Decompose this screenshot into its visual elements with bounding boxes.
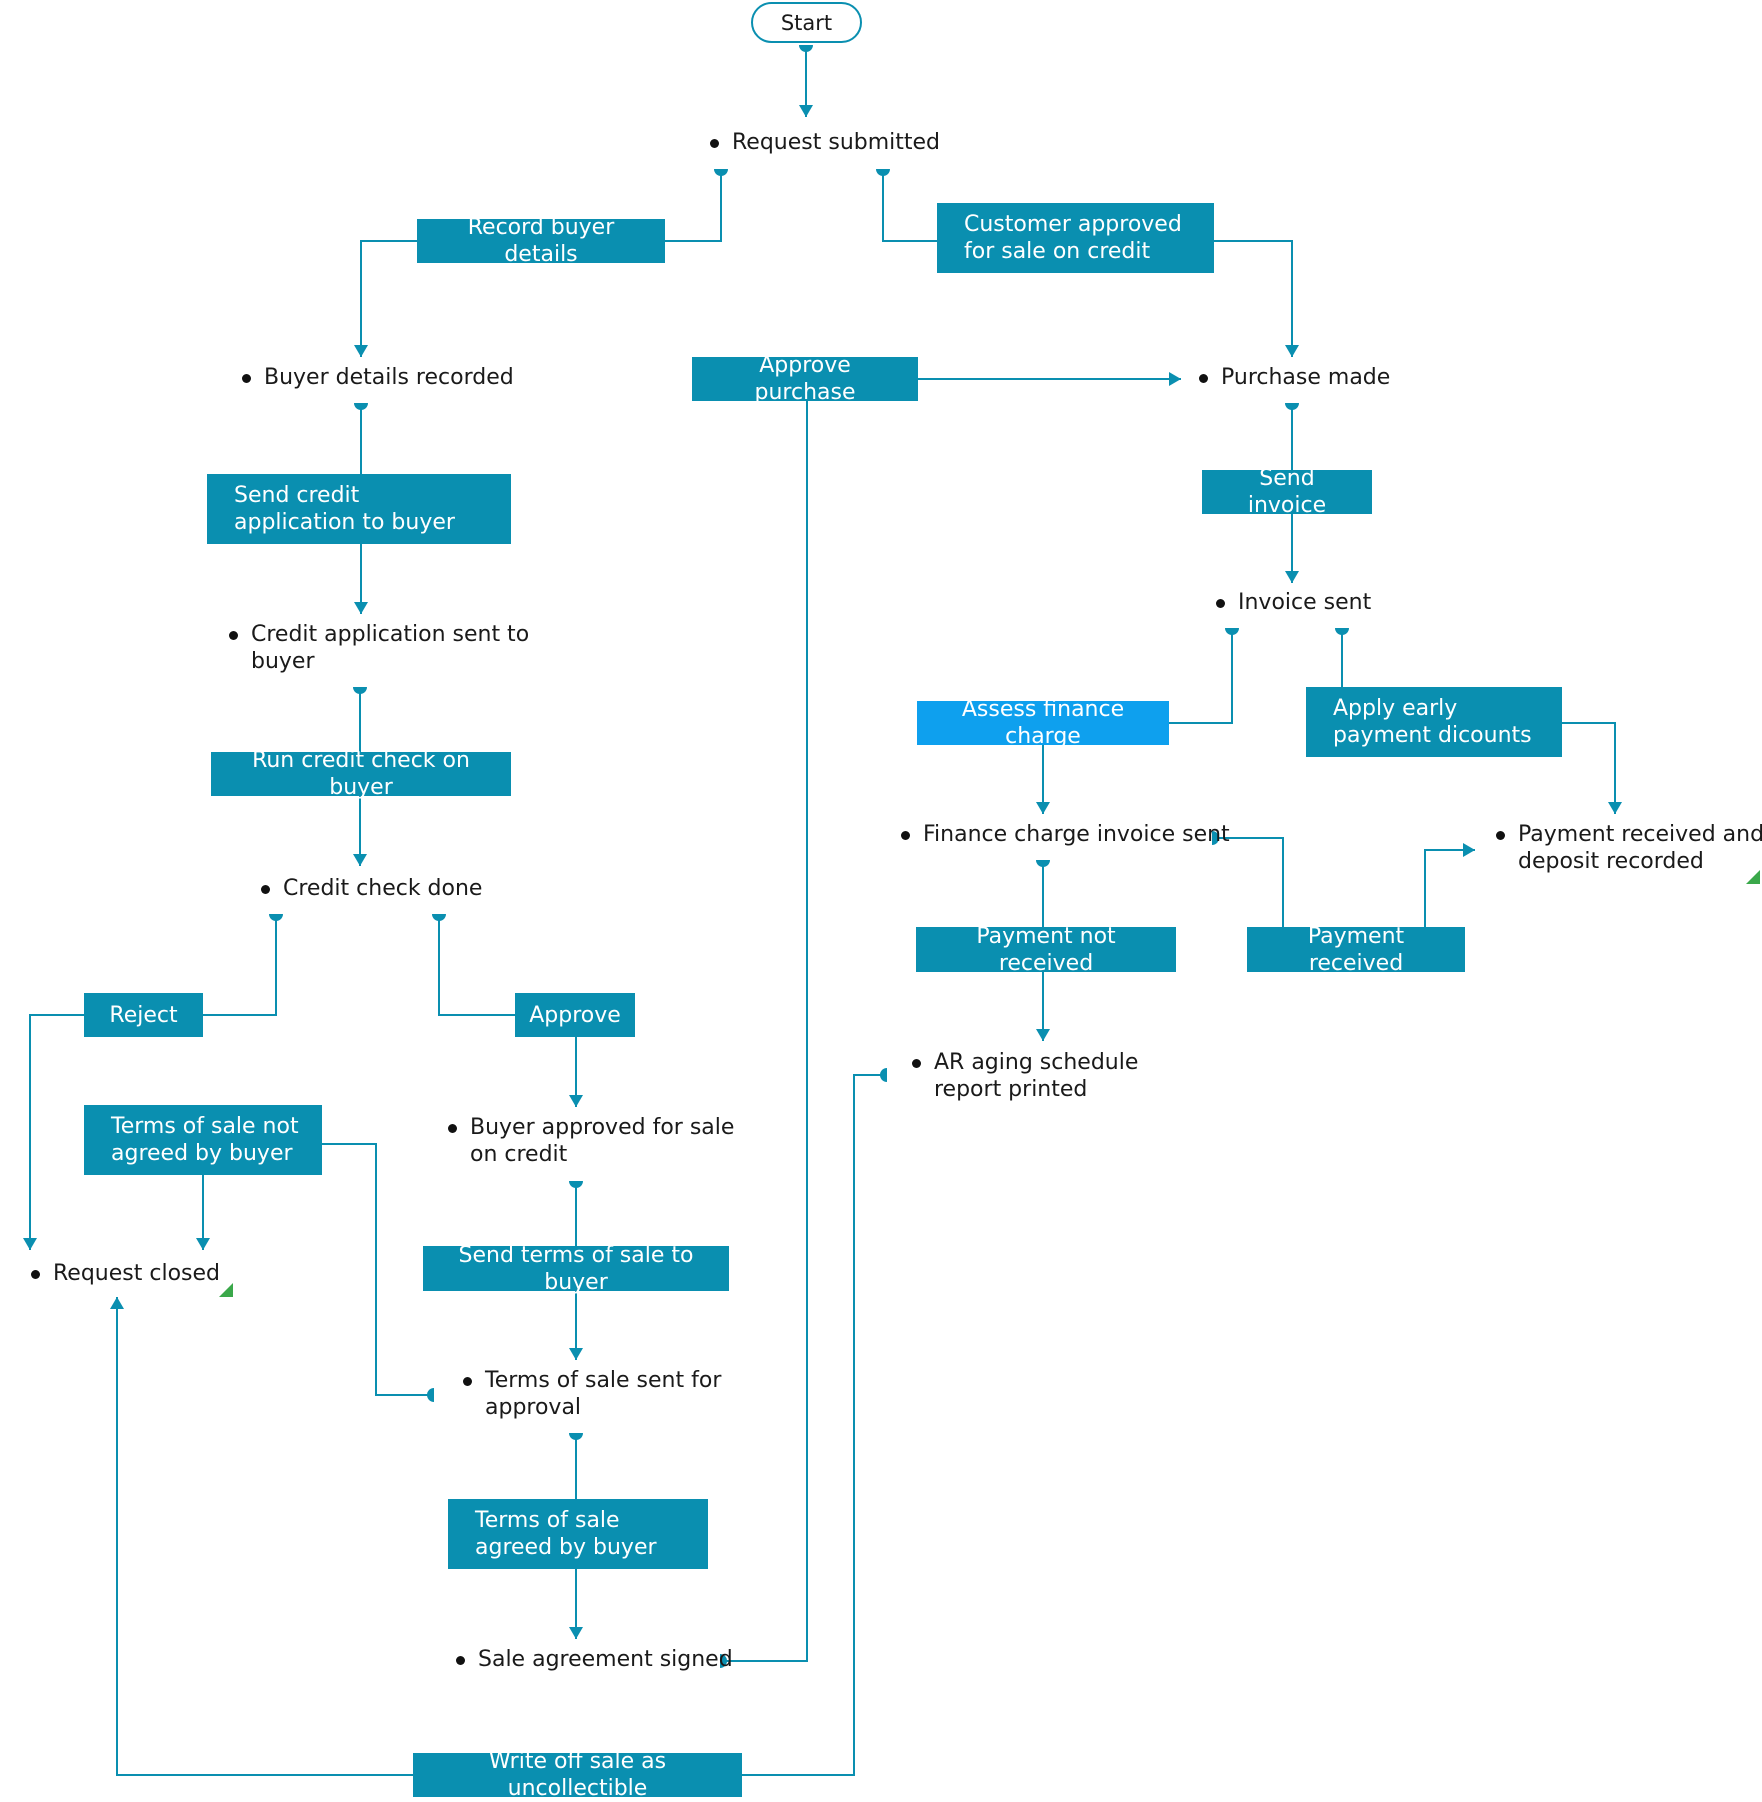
connector-4: [882, 169, 937, 242]
arrowhead-down: [1036, 802, 1050, 814]
arrowhead-down: [1285, 345, 1299, 357]
approve-button[interactable]: Approve: [515, 993, 635, 1037]
state-request-closed: Request closed: [31, 1260, 220, 1287]
connector-12: [29, 1014, 84, 1250]
arrowhead-up: [110, 1297, 124, 1309]
arrowhead-down: [354, 602, 368, 614]
state-ar-aging-report-printed: AR aging schedule report printed: [912, 1049, 1204, 1103]
arrowhead-down: [1608, 802, 1622, 814]
send-terms-button[interactable]: Send terms of sale to buyer: [423, 1243, 729, 1295]
arrowhead-down: [569, 1627, 583, 1639]
connector-32: [1212, 837, 1284, 927]
state-request-submitted: Request submitted: [710, 129, 940, 156]
send-invoice-button[interactable]: Send invoice: [1202, 466, 1372, 518]
assess-finance-charge-button[interactable]: Assess finance charge: [917, 697, 1169, 749]
state-terms-sent-for-approval: Terms of sale sent for approval: [463, 1367, 735, 1421]
arrowhead-down: [1036, 1029, 1050, 1041]
payment-received-button[interactable]: Payment received: [1247, 924, 1465, 976]
arrowhead-down: [1285, 571, 1299, 583]
record-buyer-details-button[interactable]: Record buyer details: [417, 215, 665, 267]
terms-agreed-button[interactable]: Terms of sale agreed by buyer: [448, 1499, 708, 1569]
connector-16: [322, 1143, 434, 1396]
send-credit-application-button[interactable]: Send credit application to buyer: [207, 474, 511, 544]
state-invoice-sent: Invoice sent: [1216, 589, 1371, 616]
connector-33: [1424, 849, 1475, 927]
connector-3: [360, 240, 417, 357]
payment-not-received-button[interactable]: Payment not received: [916, 924, 1176, 976]
connector-2: [665, 169, 722, 242]
state-sale-agreement-signed: Sale agreement signed: [456, 1646, 733, 1673]
end-marker: [1746, 870, 1760, 884]
customer-approved-button[interactable]: Customer approved for sale on credit: [937, 203, 1214, 273]
arrowhead-down: [353, 854, 367, 866]
run-credit-check-button[interactable]: Run credit check on buyer: [211, 748, 511, 800]
reject-button[interactable]: Reject: [84, 993, 203, 1037]
connector-22: [116, 1297, 413, 1776]
connector-21: [720, 401, 808, 1662]
arrowhead-right: [1169, 372, 1181, 386]
state-purchase-made: Purchase made: [1199, 364, 1390, 391]
start-node[interactable]: Start: [751, 2, 862, 43]
connector-23: [742, 1074, 887, 1776]
write-off-button[interactable]: Write off sale as uncollectible: [413, 1749, 742, 1801]
arrowhead-down: [569, 1348, 583, 1360]
arrowhead-down: [354, 345, 368, 357]
arrowhead-down: [23, 1238, 37, 1250]
connector-29: [1562, 722, 1616, 814]
state-payment-received-deposit-recorded: Payment received and deposit recorded: [1496, 821, 1762, 875]
connector-26: [1169, 628, 1233, 724]
arrowhead-down: [799, 105, 813, 117]
connector-11: [203, 914, 277, 1016]
state-credit-check-done: Credit check done: [261, 875, 482, 902]
state-finance-charge-invoice-sent: Finance charge invoice sent: [901, 821, 1230, 848]
approve-purchase-button[interactable]: Approve purchase: [692, 353, 918, 405]
state-credit-application-sent: Credit application sent to buyer: [229, 621, 551, 675]
arrowhead-down: [569, 1095, 583, 1107]
state-buyer-details-recorded: Buyer details recorded: [242, 364, 514, 391]
connector-5: [1214, 240, 1293, 357]
arrowhead-right: [1463, 843, 1475, 857]
arrowhead-down: [196, 1238, 210, 1250]
connector-13: [438, 914, 515, 1016]
state-buyer-approved: Buyer approved for sale on credit: [448, 1114, 740, 1168]
terms-not-agreed-button[interactable]: Terms of sale not agreed by buyer: [84, 1105, 322, 1175]
end-marker: [219, 1283, 233, 1297]
apply-early-payment-button[interactable]: Apply early payment dicounts: [1306, 687, 1562, 757]
